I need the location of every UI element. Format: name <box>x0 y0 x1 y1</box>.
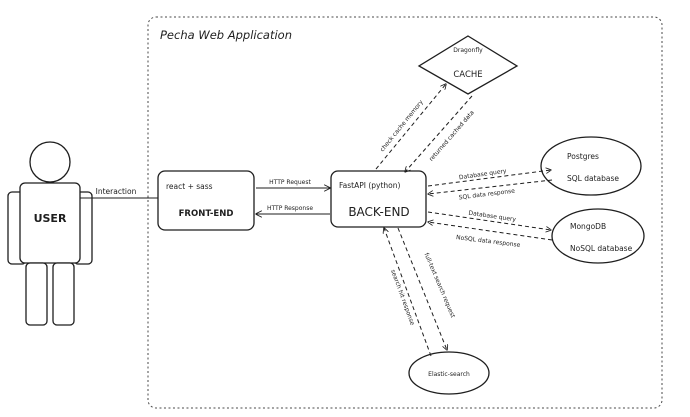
backend-box <box>330 170 427 228</box>
backend-node: FastAPI (python) BACK-END <box>330 170 427 228</box>
mongodb-name: NoSQL database <box>570 244 633 253</box>
mongodb-vendor: MongoDB <box>570 222 606 231</box>
http-response-label: HTTP Response <box>267 205 313 212</box>
returned-cache-label: returned cached data <box>428 109 476 163</box>
frontend-box <box>157 170 255 231</box>
user-body <box>19 182 81 264</box>
mongodb-ellipse <box>551 208 645 264</box>
elastic-node: Elastic-search <box>408 351 490 395</box>
elastic-ellipse <box>408 351 490 395</box>
backend-stack: FastAPI (python) <box>339 181 400 190</box>
application-boundary <box>147 16 663 409</box>
postgres-name: SQL database <box>567 174 619 183</box>
elastic-name: Elastic-search <box>428 371 470 378</box>
mongodb-node: MongoDB NoSQL database <box>551 208 645 264</box>
postgres-ellipse <box>540 136 642 196</box>
search-hit-arrow <box>384 228 432 357</box>
frontend-stack: react + sass <box>166 182 213 191</box>
user-head <box>29 141 71 183</box>
http-request-label: HTTP Request <box>269 179 311 186</box>
interaction-label: Interaction <box>96 187 137 196</box>
cache-diamond <box>417 35 519 95</box>
check-cache-arrow <box>375 84 446 170</box>
frontend-node: react + sass FRONT-END <box>157 170 255 231</box>
user-left-leg <box>25 262 48 326</box>
nosql-response-label: NoSQL data response <box>456 234 521 249</box>
sql-query-label: Database query <box>459 168 508 182</box>
cache-vendor: Dragonfly <box>453 47 483 54</box>
search-hit-label: search hit response <box>389 269 416 327</box>
frontend-name: FRONT-END <box>179 209 234 219</box>
user-actor: USER <box>7 141 93 326</box>
user-label: USER <box>34 212 67 225</box>
postgres-vendor: Postgres <box>567 152 599 161</box>
check-cache-label: check cache memory <box>379 99 425 154</box>
fulltext-request-arrow <box>397 227 447 350</box>
backend-name: BACK-END <box>348 205 409 219</box>
returned-cache-arrow <box>405 95 473 172</box>
cache-node: Dragonfly CACHE <box>417 35 519 95</box>
user-right-leg <box>52 262 75 326</box>
cache-name: CACHE <box>453 70 482 80</box>
boundary-title: Pecha Web Application <box>160 28 292 42</box>
postgres-node: Postgres SQL database <box>540 136 642 196</box>
fulltext-request-label: full-text search request <box>423 252 457 320</box>
